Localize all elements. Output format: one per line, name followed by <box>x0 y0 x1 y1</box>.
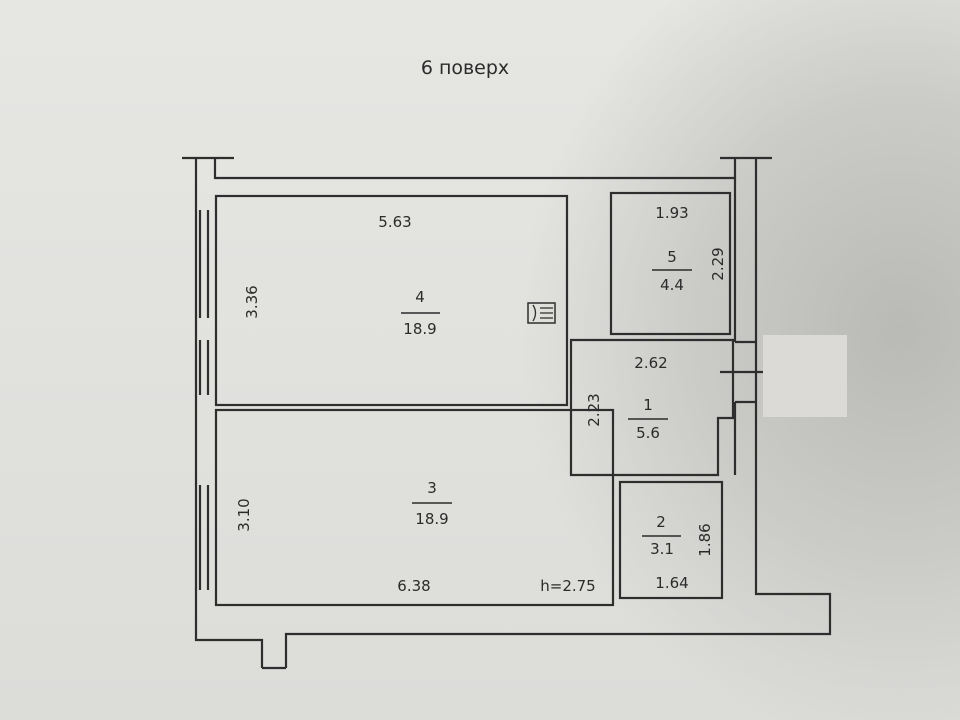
room-2-area: 3.1 <box>650 540 674 558</box>
room-4-area: 18.9 <box>403 320 436 338</box>
room-3-area: 18.9 <box>415 510 448 528</box>
room-1-number: 1 <box>643 396 653 414</box>
floor-title: 6 поверх <box>421 57 509 79</box>
outer-walls <box>182 156 832 670</box>
room-2-number: 2 <box>656 513 666 531</box>
windows <box>198 210 210 590</box>
room-5-number: 5 <box>667 248 677 266</box>
room-5-length: 2.29 <box>709 247 727 280</box>
room-3-outline <box>214 408 615 607</box>
room-5-width: 1.93 <box>655 204 688 222</box>
room-3-length: 3.10 <box>235 498 253 531</box>
room-4-width: 5.63 <box>378 213 411 231</box>
redacted-patch <box>763 335 847 417</box>
room-3-number: 3 <box>427 479 437 497</box>
room-2-width: 1.64 <box>655 574 688 592</box>
room-5-outline <box>609 191 732 336</box>
room-1-area: 5.6 <box>636 424 660 442</box>
boiler-icon <box>527 302 556 324</box>
room-3-width: 6.38 <box>397 577 430 595</box>
room-2-outline <box>618 480 724 600</box>
room-2-length: 1.86 <box>696 523 714 556</box>
room-4-length: 3.36 <box>243 285 261 318</box>
room-1-width: 2.62 <box>634 354 667 372</box>
room-5-area: 4.4 <box>660 276 684 294</box>
ceiling-height: h=2.75 <box>540 577 595 595</box>
room-1-outline <box>569 338 735 477</box>
room-4-number: 4 <box>415 288 425 306</box>
room-1-length: 2.23 <box>585 393 603 426</box>
room-4-outline <box>214 194 569 407</box>
